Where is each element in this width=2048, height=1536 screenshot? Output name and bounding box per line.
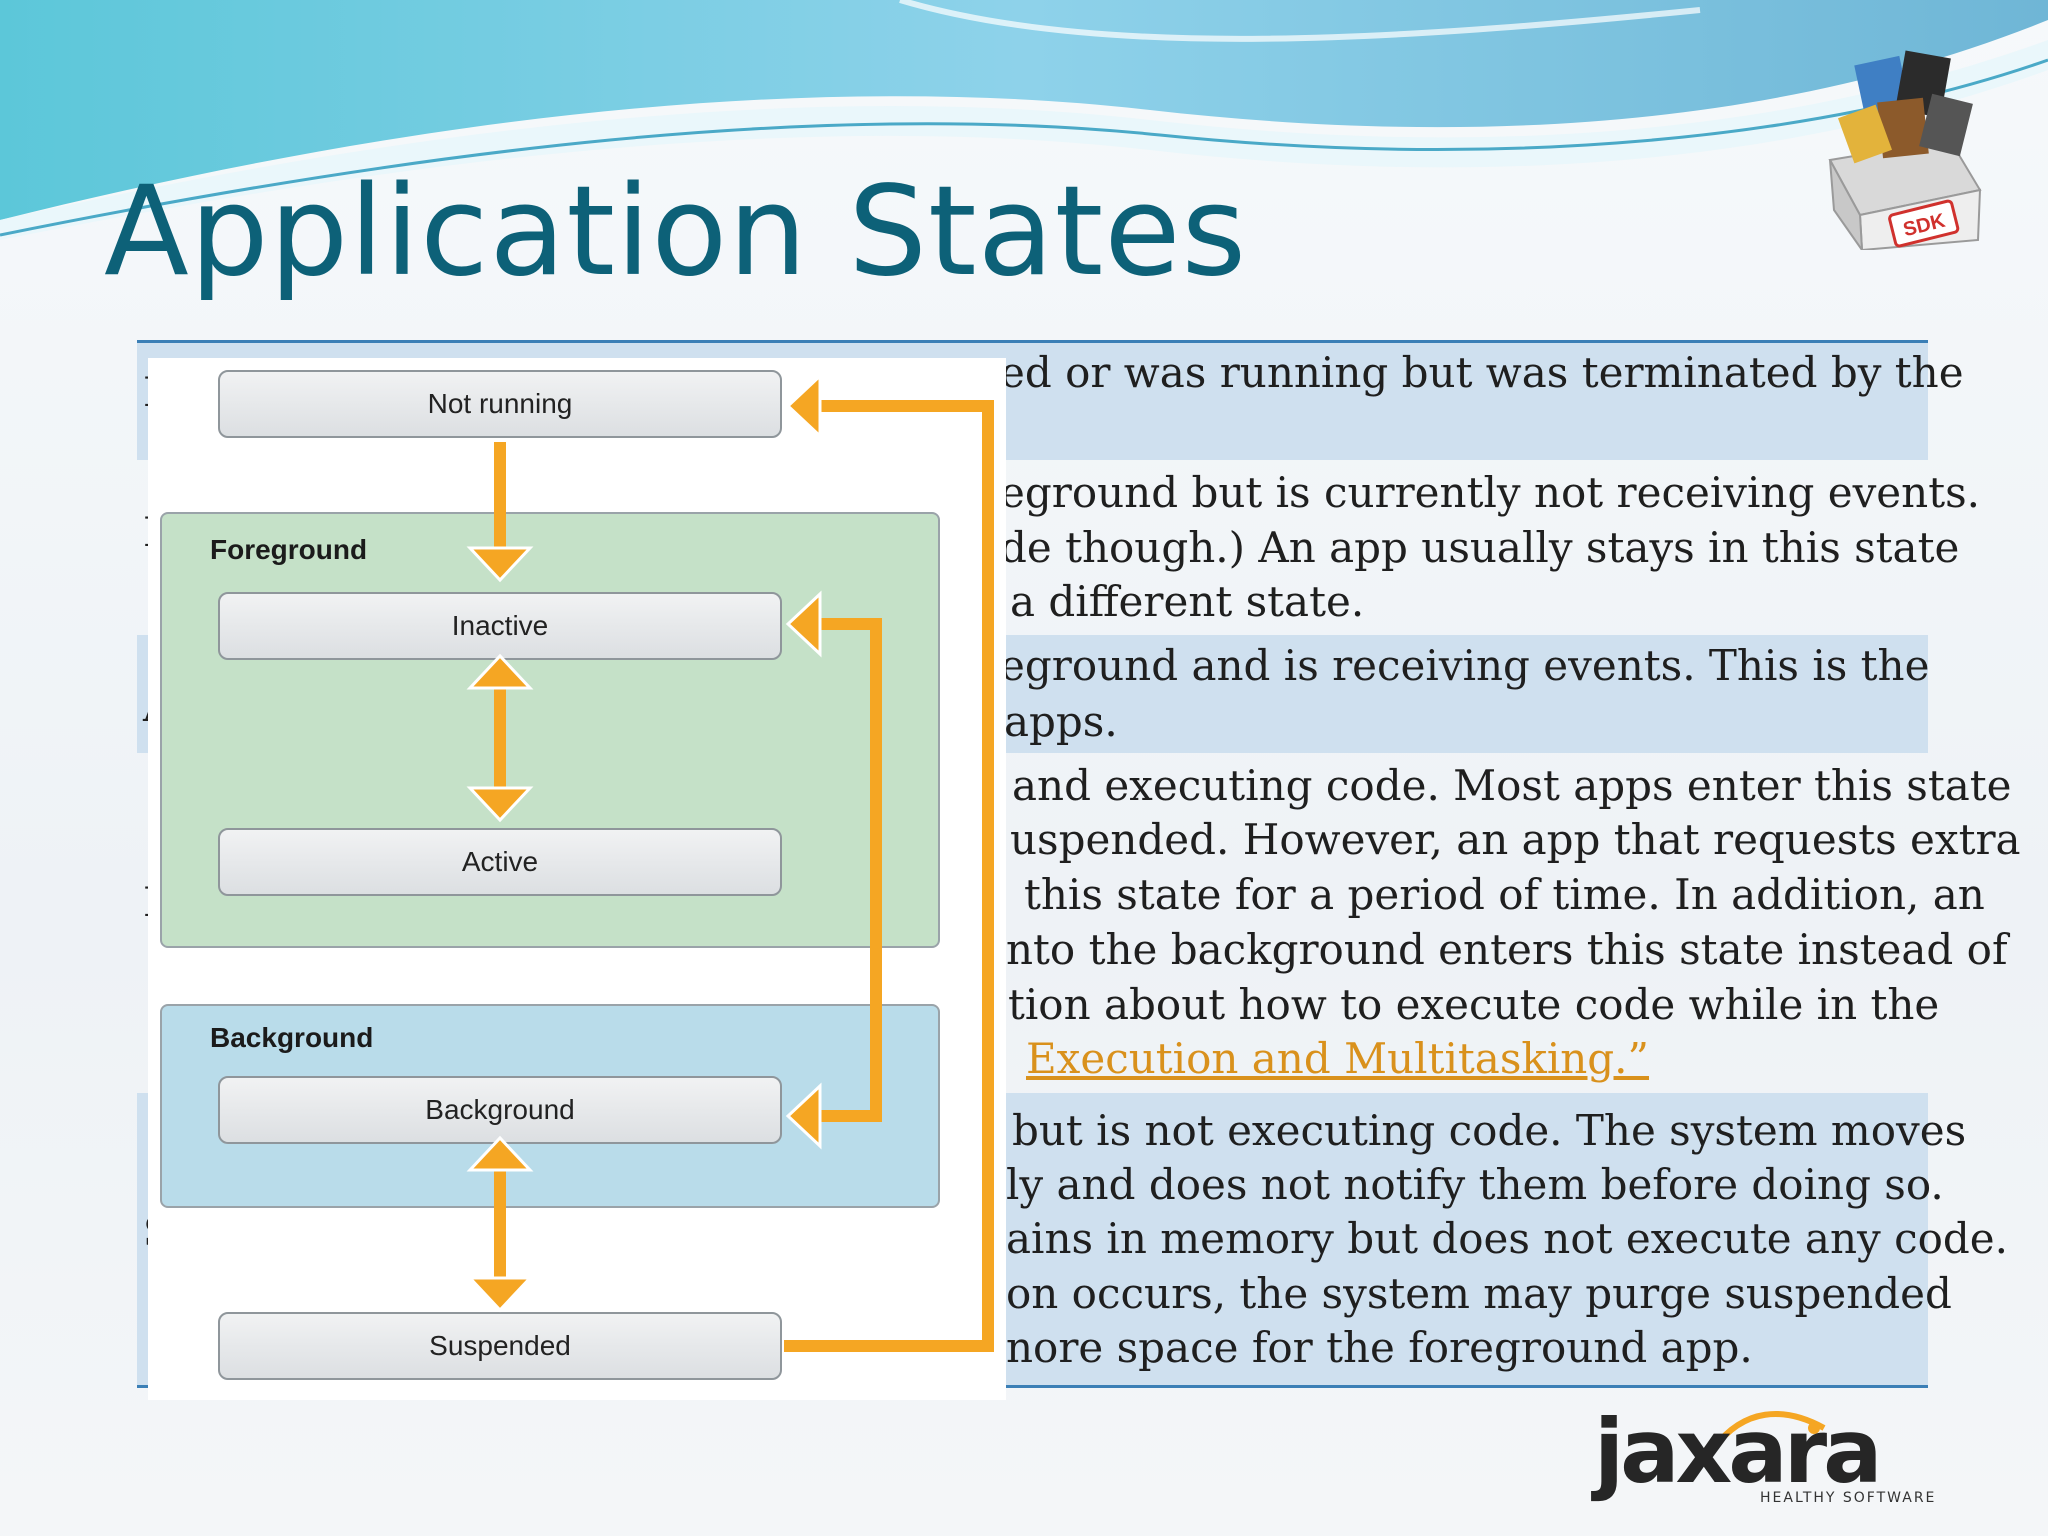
row2-line2: de though.) An app usually stays in this… (1000, 523, 1959, 572)
arrowhead-icon (788, 1086, 820, 1146)
row5-line2: ly and does not notify them before doing… (1006, 1160, 1944, 1209)
arrowhead-icon (470, 1278, 530, 1310)
row3-line1: eground and is receiving events. This is… (1000, 641, 1929, 690)
arrowhead-icon (470, 548, 530, 580)
logo-wordmark: jaxara (1594, 1408, 1878, 1496)
arrowhead-icon (470, 1138, 530, 1170)
row5-line5: nore space for the foreground app. (1006, 1323, 1753, 1372)
state-diagram: Foreground Background Not running Inacti… (148, 358, 1006, 1400)
row2-line1: eground but is currently not receiving e… (1000, 468, 1980, 517)
row4-line4: nto the background enters this state ins… (1006, 925, 2008, 974)
jaxara-logo: jaxara HEALTHY SOFTWARE (1594, 1408, 1954, 1518)
row1-line1: ed or was running but was terminated by … (1000, 348, 1964, 397)
row4-line2: uspended. However, an app that requests … (1010, 815, 2021, 864)
row4-line5: tion about how to execute code while in … (1008, 980, 1939, 1029)
arrowhead-icon (470, 656, 530, 688)
row4-line1: and executing code. Most apps enter this… (1012, 761, 2011, 810)
transition-arrows (148, 358, 1006, 1400)
arrowhead-icon (788, 594, 820, 654)
row3-line2: apps. (1004, 697, 1118, 746)
arrow-suspended-terminate (784, 406, 988, 1346)
multitasking-link[interactable]: Execution and Multitasking.” (1026, 1034, 1649, 1083)
row5-line1: but is not executing code. The system mo… (1012, 1106, 1966, 1155)
row5-line4: on occurs, the system may purge suspende… (1006, 1269, 1952, 1318)
row5-line3: ains in memory but does not execute any … (1006, 1214, 2008, 1263)
logo-tagline: HEALTHY SOFTWARE (1760, 1490, 1936, 1506)
arrow-heads (470, 376, 820, 1310)
row4-line3: this state for a period of time. In addi… (1024, 870, 1985, 919)
arrow-background-inactive (820, 624, 876, 1116)
sdk-box-icon: SDK (1800, 40, 2000, 250)
row2-line3: a different state. (1010, 577, 1364, 626)
slide-title: Application States (104, 170, 1247, 294)
arrowhead-icon (470, 788, 530, 820)
arrowhead-icon (788, 376, 820, 436)
